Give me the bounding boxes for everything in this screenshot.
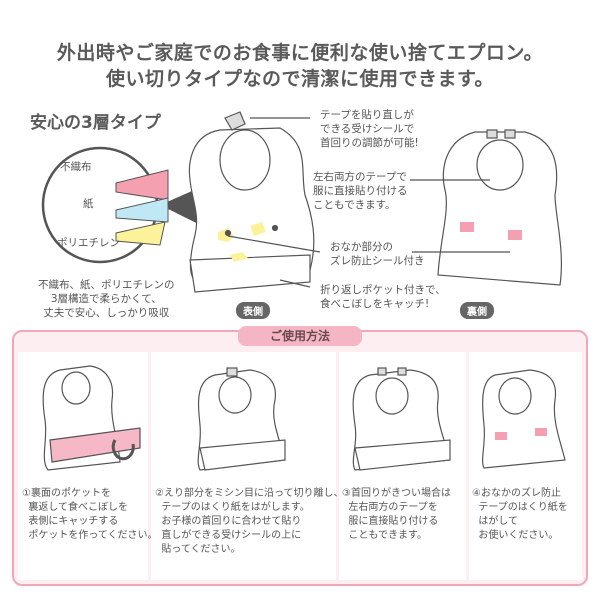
usage-step-4-text: ④おなかのズレ防止 テープのはくり紙を はがして お使いください。 — [472, 488, 568, 541]
tummy-seal-left — [460, 222, 474, 232]
usage-step-1-text: ①裏面のポケットを 裏返して食べこぼしを 表側にキャッチする ポケットを作ってく… — [22, 488, 158, 541]
layer-label-polyethylene: ポリエチレン — [57, 237, 120, 249]
layer-polyethylene — [115, 221, 166, 246]
usage-step-2-text: ②えり部分をミシン目に沿って切り離し、 テープのはくり紙をはがします。 お子様の… — [155, 488, 344, 555]
tummy-seal-right — [508, 230, 522, 240]
back-side-tag: 裏側 — [460, 302, 494, 319]
headline-line2: 使い切りタイプなので清潔に使用できます。 — [105, 68, 495, 90]
usage-step-3-text: ③首回りがきつい場合は 左右両方のテープを 服に直接貼り付ける こともできます。 — [342, 488, 451, 541]
callout-tummy-seal: おなか部分の ズレ防止シール付き — [330, 241, 425, 267]
layers-description: 不織布、紙、ポリエチレンの 3層構造で柔らかくて、 丈夫で安心、しっかり吸収 — [38, 279, 175, 319]
layer-circle-diagram — [41, 146, 197, 264]
back-bib — [410, 129, 562, 286]
callout-pocket: 折り返しポケット付きで、 食べこぼしをキャッチ! — [320, 284, 446, 310]
callout-direct-tape: 左右両方のテープで 服に直接貼り付ける こともできます。 — [313, 171, 408, 211]
layer-label-paper: 紙 — [83, 198, 94, 210]
layer-label-nonwoven: 不織布 — [60, 161, 92, 173]
front-side-tag: 表側 — [236, 302, 270, 319]
usage-title: ご使用方法 — [238, 326, 362, 346]
front-bib — [188, 111, 321, 293]
layer-paper — [115, 197, 169, 223]
callout-neck-adjust: テープを貼り直しが できる受けシールで 首回りの調節が可能! — [320, 109, 419, 149]
headline-line1: 外出時やご家庭でのお食事に便利な使い捨てエプロン。 — [56, 42, 544, 64]
layers-title: 安心の3層タイプ — [30, 113, 161, 133]
